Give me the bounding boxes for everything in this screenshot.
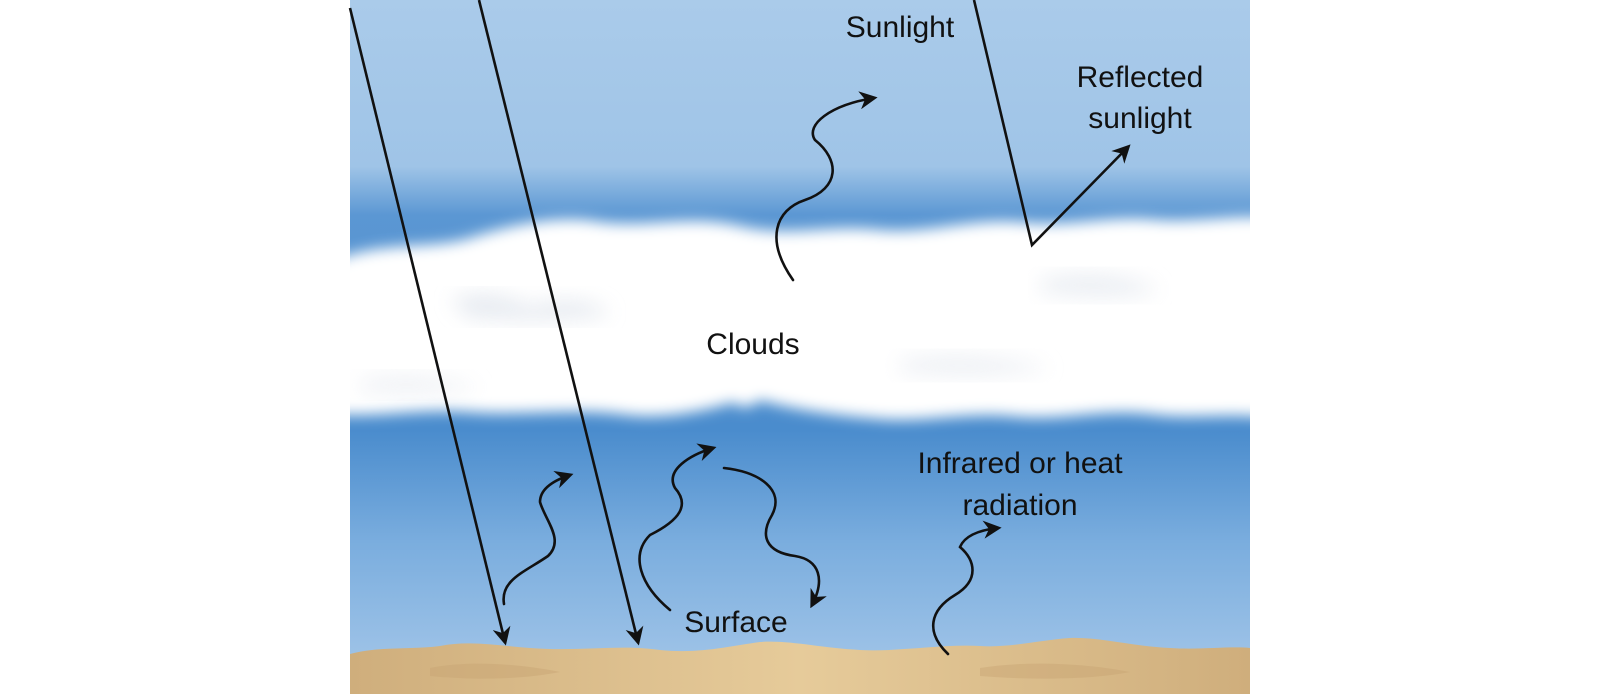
- infrared-label-line1: Infrared or heat: [917, 447, 1123, 480]
- reflected-sunlight-ray: [972, 0, 1131, 248]
- clouds-label: Clouds: [706, 328, 799, 361]
- reflected-sunlight-label-line2: sunlight: [1088, 102, 1192, 135]
- heat-arrow-down: [722, 466, 827, 609]
- heat-arrow-right: [932, 520, 1002, 656]
- ground-shade: [430, 663, 1130, 679]
- infrared-label-line2: radiation: [962, 489, 1077, 522]
- sunlight-ray-1: [348, 7, 511, 646]
- cloud-band: [350, 216, 1250, 420]
- heat-arrow-through-cloud: [775, 91, 878, 282]
- surface-label: Surface: [684, 606, 787, 639]
- sunlight-label: Sunlight: [846, 11, 955, 44]
- sunlight-rays: [348, 0, 1131, 646]
- heat-arrow-middle: [638, 443, 717, 612]
- heat-arrow-left: [502, 470, 574, 606]
- sunlight-ray-2: [477, 0, 644, 646]
- heat-radiation-arrows: [502, 91, 1002, 656]
- ground-surface: [350, 637, 1250, 694]
- reflected-sunlight-label-line1: Reflected: [1077, 61, 1204, 94]
